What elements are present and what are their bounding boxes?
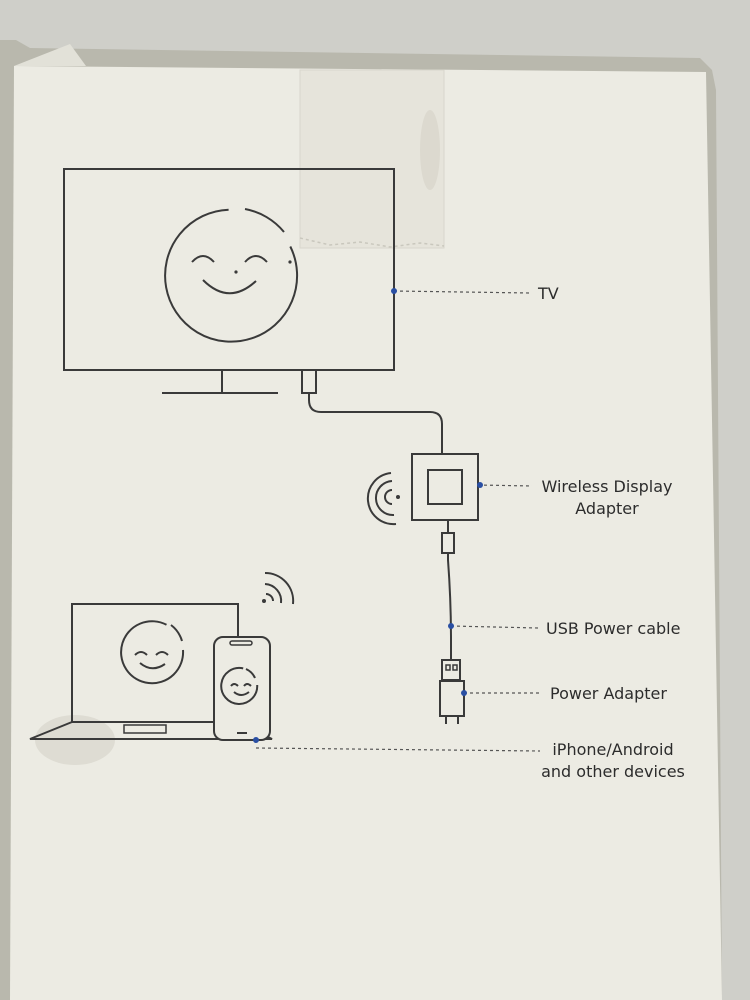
dot-power-adapter bbox=[461, 690, 467, 696]
dot-devices bbox=[253, 737, 259, 743]
tape-stain bbox=[420, 110, 440, 190]
tv-screen bbox=[63, 168, 395, 371]
wifi-signal-icon bbox=[366, 472, 397, 526]
adapter-center bbox=[427, 469, 463, 505]
dot-usb-cable bbox=[448, 623, 454, 629]
tape-strip bbox=[299, 69, 445, 249]
leader-devices bbox=[255, 747, 541, 752]
dot-tv bbox=[391, 288, 397, 294]
tape-edge bbox=[299, 237, 445, 248]
smiley-face-icon bbox=[164, 208, 299, 343]
dot-adapter bbox=[477, 482, 483, 488]
label-devices: iPhone/Android and other devices bbox=[538, 739, 688, 783]
label-adapter-line1: Wireless Display bbox=[541, 477, 673, 496]
leader-usb-cable bbox=[450, 625, 539, 629]
box-face bbox=[10, 66, 722, 1000]
box-corner bbox=[14, 44, 86, 66]
hdmi-cable bbox=[308, 393, 443, 454]
label-adapter: Wireless Display Adapter bbox=[532, 476, 682, 520]
label-tv: TV bbox=[538, 284, 559, 303]
label-devices-line2: and other devices bbox=[541, 762, 685, 781]
label-adapter-line2: Adapter bbox=[575, 499, 639, 518]
diagram-lines bbox=[29, 168, 479, 741]
label-usb-cable: USB Power cable bbox=[546, 619, 681, 638]
label-devices-line1: iPhone/Android bbox=[552, 740, 674, 759]
smartphone-icon bbox=[213, 636, 271, 741]
leader-lines bbox=[255, 290, 541, 752]
leader-tv bbox=[393, 290, 531, 294]
power-adapter-icon bbox=[439, 680, 465, 717]
label-power-adapter: Power Adapter bbox=[550, 684, 667, 703]
connector-dots bbox=[253, 288, 483, 743]
usb-power-cable bbox=[447, 553, 452, 660]
wifi-signal-icon-devices bbox=[264, 571, 295, 605]
